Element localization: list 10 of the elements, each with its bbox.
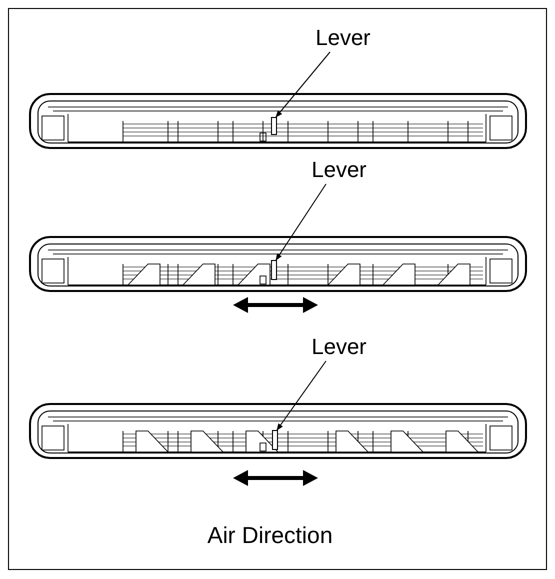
lever-label: Lever	[315, 24, 371, 52]
lever	[271, 117, 277, 135]
caption-label: Air Direction	[207, 521, 333, 550]
leader-line	[276, 184, 326, 261]
lever-label: Lever	[311, 156, 367, 184]
lever	[271, 260, 277, 280]
lever	[272, 430, 278, 450]
lever-label: Lever	[311, 333, 367, 361]
leader-line	[276, 360, 326, 431]
leader-line	[276, 52, 330, 118]
